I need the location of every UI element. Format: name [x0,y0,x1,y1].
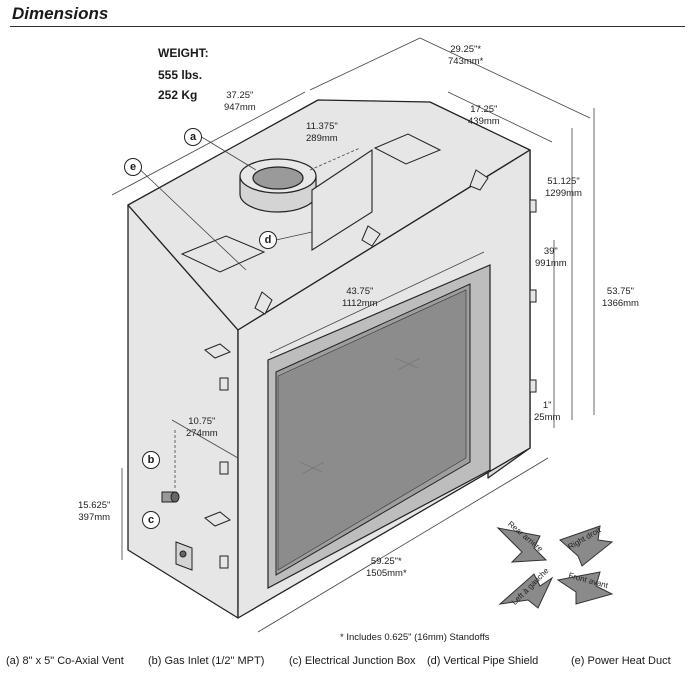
dim-height-opening-in: 39" [543,246,558,257]
callout-a: a [184,128,202,146]
weight-kg: 252 Kg [158,88,198,102]
title-divider [10,26,685,27]
dim-gas-height: 15.625" 397mm [78,500,110,524]
top-brackets [254,169,489,315]
dim-depth-mm: 743mm* [448,56,484,67]
dim-width-top-mm: 947mm [224,102,256,113]
callout-e: e [124,158,142,176]
dim-base-mm: 25mm [534,412,561,423]
gas-inlet [161,491,180,503]
dim-side-top-mm: 439mm [468,116,500,127]
dim-gas-side-mm: 274mm [186,428,218,439]
callout-d: d [259,231,277,249]
dim-vent-mm: 289mm [306,133,338,144]
dim-width-top: 37.25" 947mm [224,90,256,114]
dim-height-total: 51.125" 1299mm [545,176,582,200]
dim-height-total-mm: 1299mm [545,188,582,199]
dim-depth-in: 29.25"* [450,44,482,55]
dim-height-total-in: 51.125" [547,176,580,187]
dim-side-top: 17.25" 439mm [468,104,500,128]
dim-glass-width: 43.75" 1112mm [342,286,378,310]
dim-glass-width-in: 43.75" [346,286,374,297]
dim-base: 1" 25mm [534,400,560,424]
dim-vent-in: 11.375" [306,121,338,132]
legend-item-c: (c) Electrical Junction Box [289,655,416,667]
weight-lbs: 555 lbs. [158,68,203,82]
junction-box [175,541,193,571]
dim-front-width-in: 59.25"* [370,556,402,567]
dim-side-top-in: 17.25" [470,104,498,115]
dim-base-in: 1" [542,400,552,411]
glass-inner [277,289,467,571]
side-standoffs [204,343,231,569]
dim-front-width-mm: 1505mm* [366,568,407,579]
callout-b: b [142,451,160,469]
weight-label: WEIGHT: [158,46,209,60]
callout-c: c [142,511,160,529]
orientation-compass [496,525,614,609]
dim-gas-side-in: 10.75" [188,416,216,427]
dim-gas-height-in: 15.625" [78,500,111,511]
dim-width-top-in: 37.25" [226,90,254,101]
standoff-note: * Includes 0.625" (16mm) Standoffs [340,632,490,643]
right-standoffs [529,199,537,393]
pipe-shield [311,148,373,251]
dim-gas-height-mm: 397mm [78,512,111,523]
legend-item-b: (b) Gas Inlet (1/2" MPT) [148,655,265,667]
legend-item-d: (d) Vertical Pipe Shield [427,655,539,667]
dim-height-opening: 39" 991mm [535,246,567,270]
legend-item-e: (e) Power Heat Duct [571,655,671,667]
dim-vent: 11.375" 289mm [306,121,338,145]
dimension-lines [111,37,595,633]
legend-item-a: (a) 8" x 5" Co-Axial Vent [6,655,124,667]
glass-reflection [299,357,421,475]
dim-depth: 29.25"* 743mm* [448,44,483,68]
dim-height-opening-mm: 991mm [535,258,567,269]
dim-height-full-in: 53.75" [606,286,635,297]
page-title: Dimensions [12,4,109,23]
heat-duct-right [373,133,442,165]
dim-gas-side: 10.75" 274mm [186,416,218,440]
dim-glass-width-mm: 1112mm [342,298,378,309]
dim-height-full-mm: 1366mm [602,298,639,309]
dim-height-full: 53.75" 1366mm [602,286,639,310]
co-axial-vent [239,158,317,213]
dim-front-width: 59.25"* 1505mm* [366,556,407,580]
heat-duct-left [180,235,266,273]
